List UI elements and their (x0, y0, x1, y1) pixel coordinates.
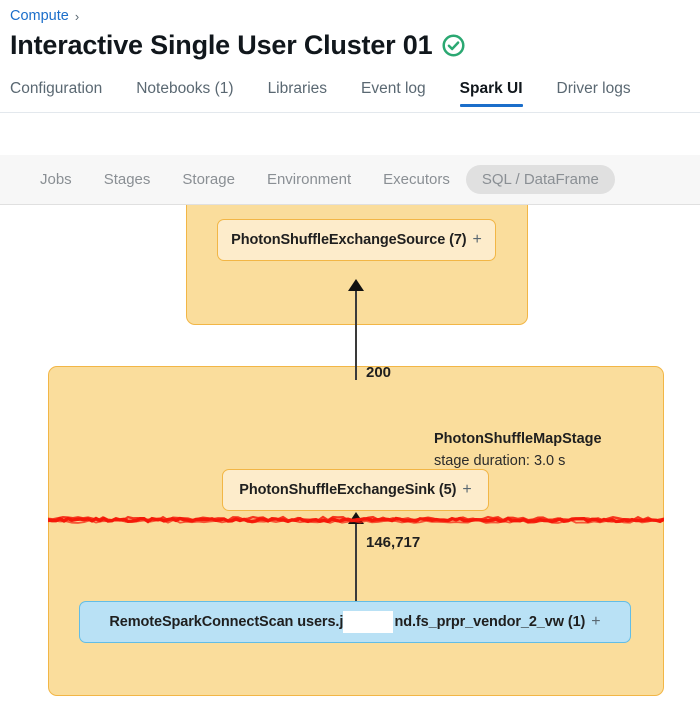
expand-node-icon[interactable]: + (462, 481, 472, 498)
tabs-divider (0, 112, 700, 113)
subnav-item-jobs[interactable]: Jobs (40, 171, 72, 188)
redaction-block (343, 611, 393, 633)
tab-configuration[interactable]: Configuration (10, 80, 103, 97)
chevron-right-icon: › (74, 8, 80, 24)
dag-node-label: PhotonShuffleExchangeSource (7) (231, 232, 467, 248)
breadcrumb-link-compute[interactable]: Compute (10, 8, 69, 24)
page-title: Interactive Single User Cluster 01 (10, 30, 433, 60)
subnav-item-stages[interactable]: Stages (103, 171, 151, 188)
tab-event-log[interactable]: Event log (361, 80, 426, 97)
dag-edge-label-200: 200 (366, 364, 392, 381)
dag-edge-line-upper (355, 290, 357, 380)
stage-duration-label: stage duration: 3.0 s (434, 452, 566, 469)
cluster-tabs: Configuration Notebooks (1) Libraries Ev… (10, 80, 700, 112)
dag-node-photon-shuffle-exchange-sink[interactable]: PhotonShuffleExchangeSink (5) + (222, 469, 489, 511)
subnav-item-executors[interactable]: Executors (383, 171, 450, 188)
expand-node-icon[interactable]: + (472, 231, 482, 248)
page-title-row: Interactive Single User Cluster 01 (10, 30, 465, 61)
check-circle-icon (442, 34, 465, 57)
tab-notebooks[interactable]: Notebooks (1) (136, 80, 234, 97)
breadcrumb: Compute › (10, 8, 79, 24)
subnav-item-environment[interactable]: Environment (266, 171, 352, 188)
subnav-item-storage[interactable]: Storage (182, 171, 235, 188)
tab-spark-ui[interactable]: Spark UI (459, 80, 539, 107)
dag-node-photon-shuffle-exchange-source[interactable]: PhotonShuffleExchangeSource (7) + (217, 219, 496, 261)
expand-node-icon[interactable]: + (591, 613, 601, 630)
dag-node-label: PhotonShuffleExchangeSink (5) (239, 482, 457, 498)
spark-ui-subnav: Jobs Stages Storage Environment Executor… (0, 155, 700, 205)
stage-name-label: PhotonShuffleMapStage (434, 431, 602, 447)
dag-edge-arrowhead-upper (348, 279, 364, 291)
tab-driver-logs[interactable]: Driver logs (556, 80, 631, 97)
subnav-item-sql-dataframe[interactable]: SQL / DataFrame (465, 165, 615, 194)
dag-edge-label-146717: 146,717 (366, 534, 421, 551)
stage-label-group-lower: PhotonShuffleMapStage stage duration: 3.… (434, 429, 602, 473)
tab-libraries[interactable]: Libraries (267, 80, 328, 97)
dag-visualization[interactable]: PhotonShuffleMapStage stage duration: 3.… (0, 205, 700, 714)
dag-edge-line-lower (355, 523, 357, 605)
dag-edge-arrowhead-lower (348, 512, 364, 524)
